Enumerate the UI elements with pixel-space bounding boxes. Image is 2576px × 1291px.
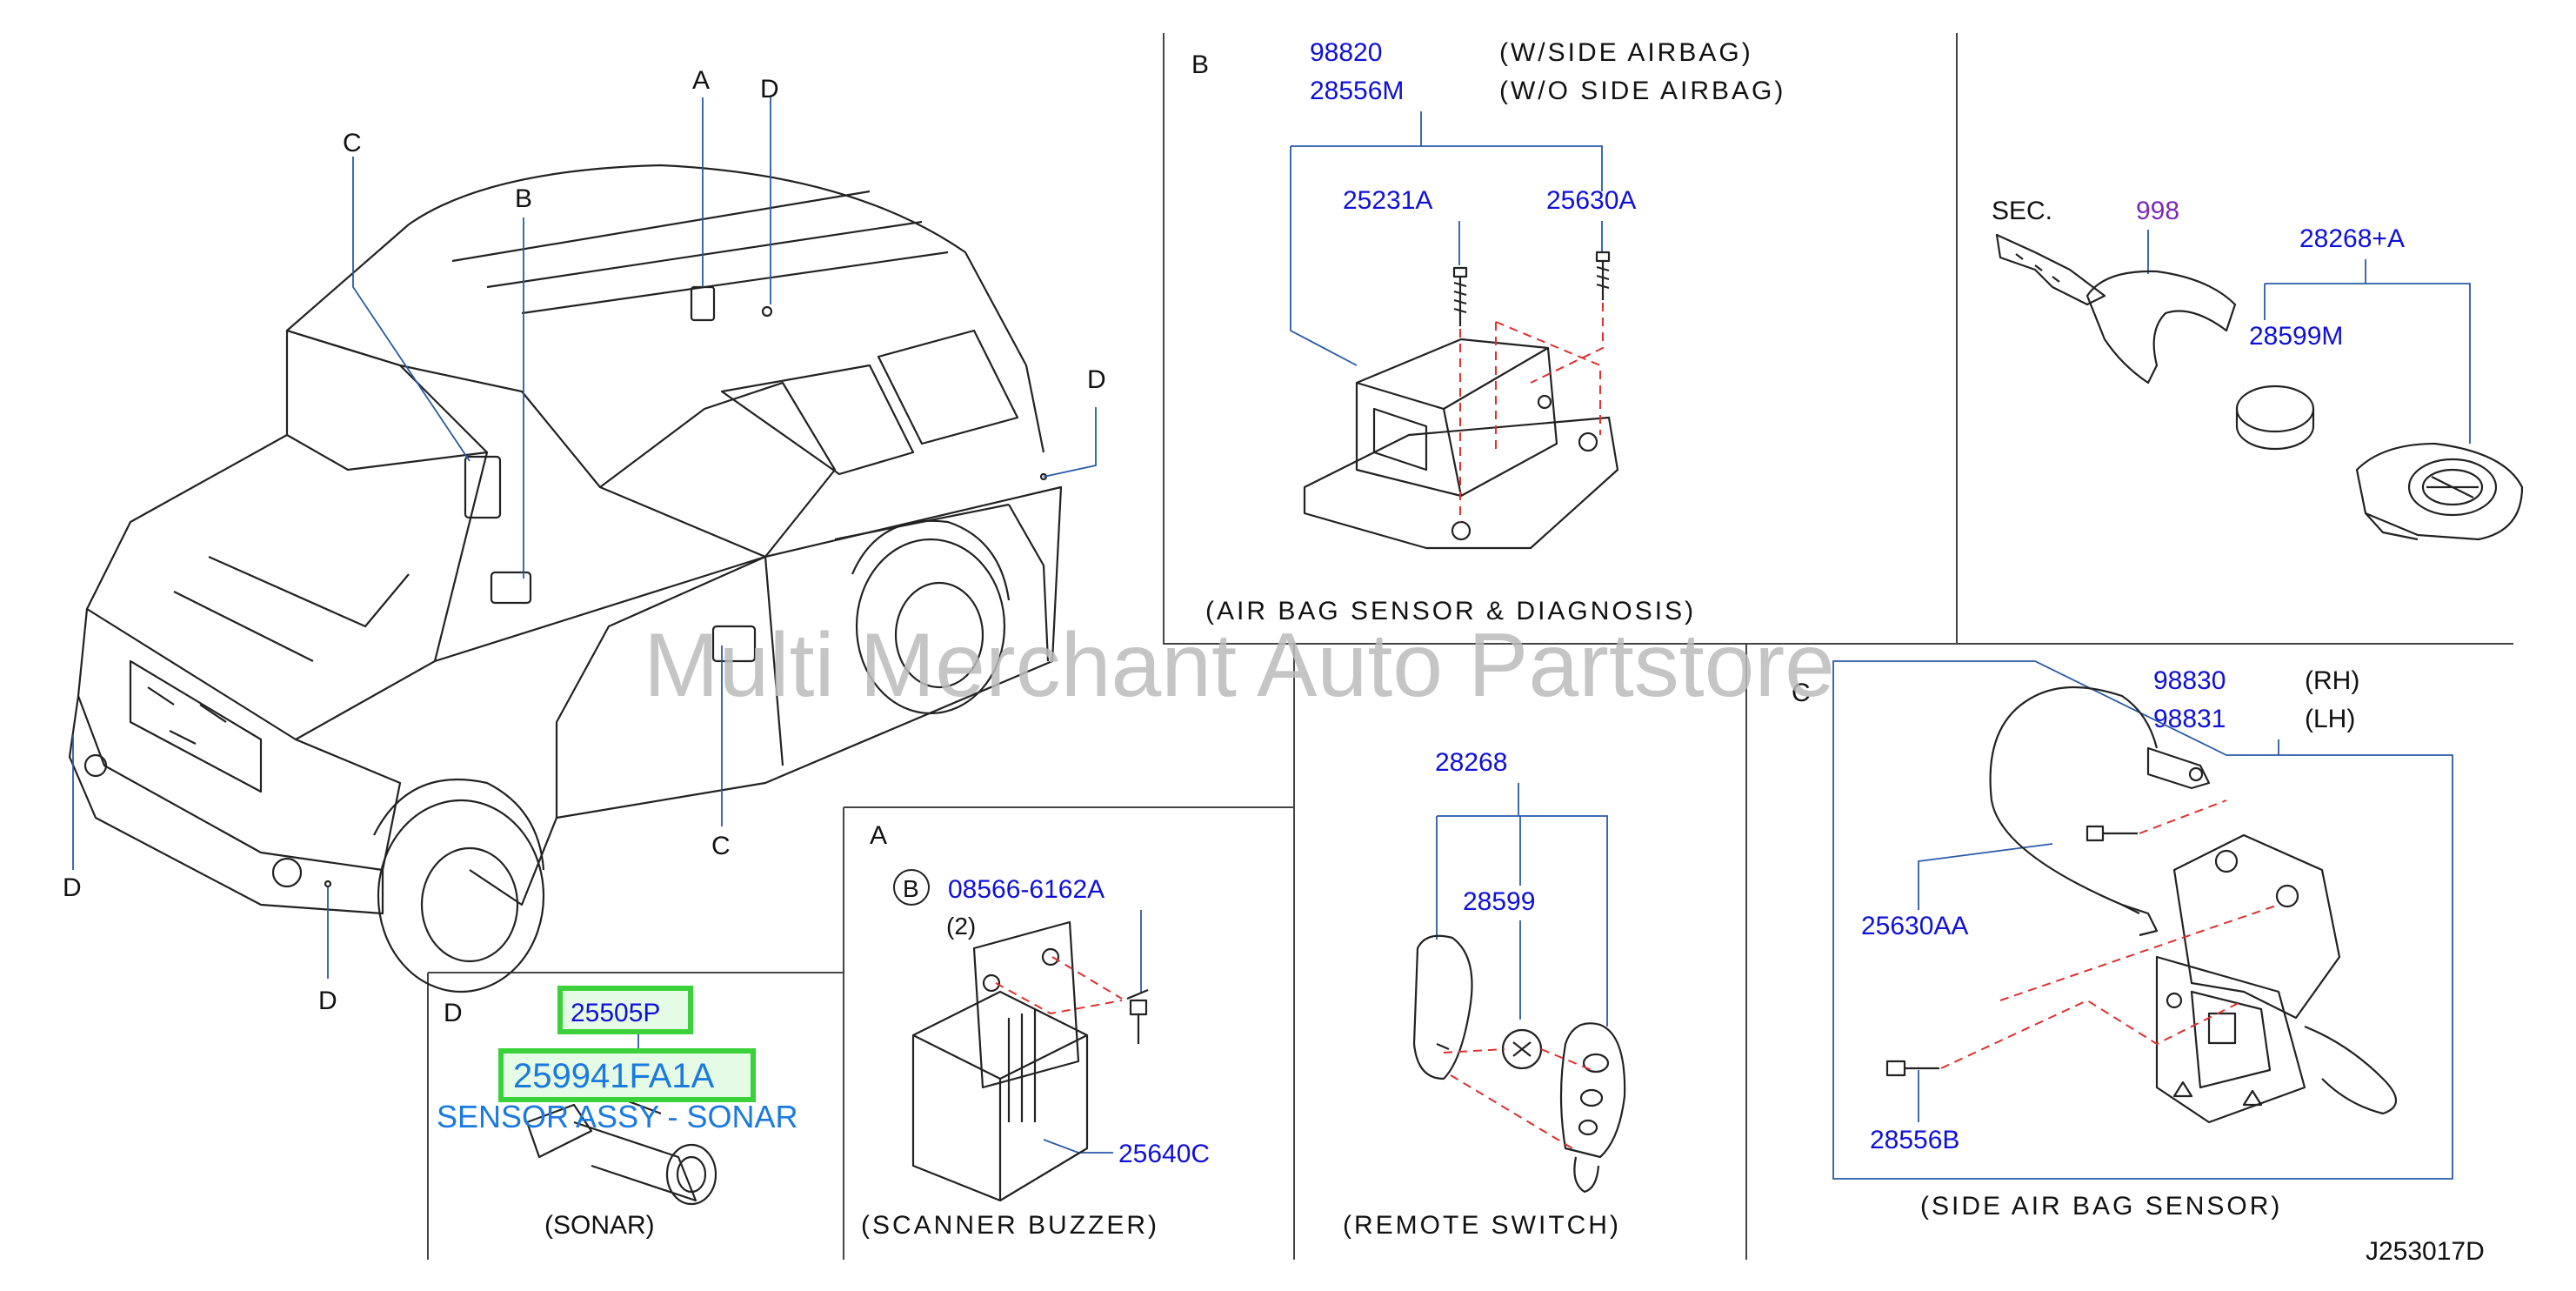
vehicle-illustration: [68, 164, 1063, 993]
part-98830[interactable]: 98830: [2153, 666, 2226, 695]
bolt-quantity: (2): [946, 913, 976, 940]
sensor-assy-sonar-name[interactable]: SENSOR ASSY - SONAR: [437, 1099, 797, 1134]
panel-a: A B 08566-6162A (2) 25640C (SCANNER BUZZ…: [861, 821, 1210, 1240]
callout-d-left: D: [63, 873, 82, 902]
part-98831[interactable]: 98831: [2153, 705, 2226, 733]
panel-remote: 28268 28599 (REMOTE SWITCH): [1343, 748, 1626, 1240]
side-sensor-drawing: [1885, 686, 2398, 1124]
panel-d-letter: D: [444, 999, 463, 1027]
part-25630a[interactable]: 25630A: [1546, 186, 1636, 215]
remote-leaders: [1436, 783, 1608, 1027]
part-98831-note: (LH): [2305, 705, 2355, 733]
part-28599[interactable]: 28599: [1463, 887, 1535, 916]
panel-d: D 25505P 259941FA1A SENSOR ASSY - SONAR …: [437, 986, 797, 1240]
diagram-id: J253017D: [2366, 1237, 2485, 1266]
part-25630aa[interactable]: 25630AA: [1861, 912, 1968, 940]
circle-b-marker: [893, 869, 930, 906]
part-25231a[interactable]: 25231A: [1343, 186, 1432, 215]
part-25505p[interactable]: 25505P: [571, 999, 660, 1027]
panel-a-letter: A: [870, 821, 887, 850]
section-998-link[interactable]: 998: [2136, 197, 2179, 225]
caption-side-air-bag-sensor: (SIDE AIR BAG SENSOR): [1920, 1192, 2282, 1221]
part-28556m[interactable]: 28556M: [1310, 77, 1404, 105]
bracket-highlight: [557, 986, 693, 1034]
airbag-module-drawing: [1303, 251, 1619, 550]
remote-drawing: [1412, 934, 1626, 1194]
caption-scanner-buzzer: (SCANNER BUZZER): [861, 1211, 1159, 1240]
buzzer-drawing: [911, 920, 1149, 1202]
callout-d-rear: D: [1087, 365, 1106, 394]
panel-c-leaders: [1832, 660, 2453, 1180]
part-28268-a[interactable]: 28268+A: [2299, 224, 2405, 253]
part-98820-note: (W/SIDE AIRBAG): [1499, 38, 1753, 67]
panel-a-leaders: [1043, 910, 1142, 1154]
caption-sonar: (SONAR): [544, 1211, 655, 1240]
callout-d-roof: D: [760, 75, 779, 104]
part-08566-6162a[interactable]: 08566-6162A: [948, 875, 1104, 904]
panel-c-dashes: [1940, 799, 2279, 1069]
sensor-highlight: [498, 1048, 756, 1102]
part-98820[interactable]: 98820: [1310, 38, 1382, 67]
callout-b: B: [515, 184, 532, 213]
panel-frames: [427, 33, 2513, 1260]
part-28556b[interactable]: 28556B: [1870, 1126, 1959, 1154]
panel-c-letter: C: [1792, 679, 1811, 707]
panel-key: SEC. 998 28268+A 28599M: [1992, 197, 2524, 541]
caption-remote-switch: (REMOTE SWITCH): [1343, 1211, 1621, 1240]
remote-dashes: [1443, 1048, 1592, 1149]
panel-a-dashes: [995, 956, 1123, 1015]
key-drawing: [1995, 233, 2524, 541]
panel-b: B 98820 (W/SIDE AIRBAG) 28556M (W/O SIDE…: [1191, 38, 1785, 625]
callout-a: A: [692, 66, 710, 95]
watermark: Multi Merchant Auto Partstore: [644, 615, 1835, 716]
callout-c-bottom: C: [711, 832, 731, 860]
key-leaders: [2147, 230, 2471, 444]
part-98830-note: (RH): [2305, 666, 2359, 695]
part-259941fa1a[interactable]: 259941FA1A: [513, 1057, 715, 1095]
callout-d-bottom: D: [318, 987, 337, 1015]
part-28599m[interactable]: 28599M: [2249, 322, 2343, 351]
vehicle-leaders: [72, 97, 1097, 979]
panel-b-letter: B: [1191, 50, 1209, 79]
caption-air-bag-sensor: (AIR BAG SENSOR & DIAGNOSIS): [1205, 597, 1696, 625]
panel-c: C 98830 (RH) 98831 (LH) 25630AA 28556B: [1792, 660, 2453, 1221]
circle-b-label: B: [903, 875, 919, 902]
callout-c-top: C: [343, 129, 362, 157]
part-28556m-note: (W/O SIDE AIRBAG): [1499, 77, 1785, 105]
sec-label: SEC.: [1992, 197, 2052, 225]
part-28268[interactable]: 28268: [1435, 748, 1507, 777]
vehicle-callouts: A D C B D C D D: [63, 66, 1106, 1015]
part-25640c[interactable]: 25640C: [1118, 1140, 1210, 1168]
panel-b-dashes: [1459, 303, 1604, 522]
panel-b-leaders: [1290, 111, 1603, 366]
